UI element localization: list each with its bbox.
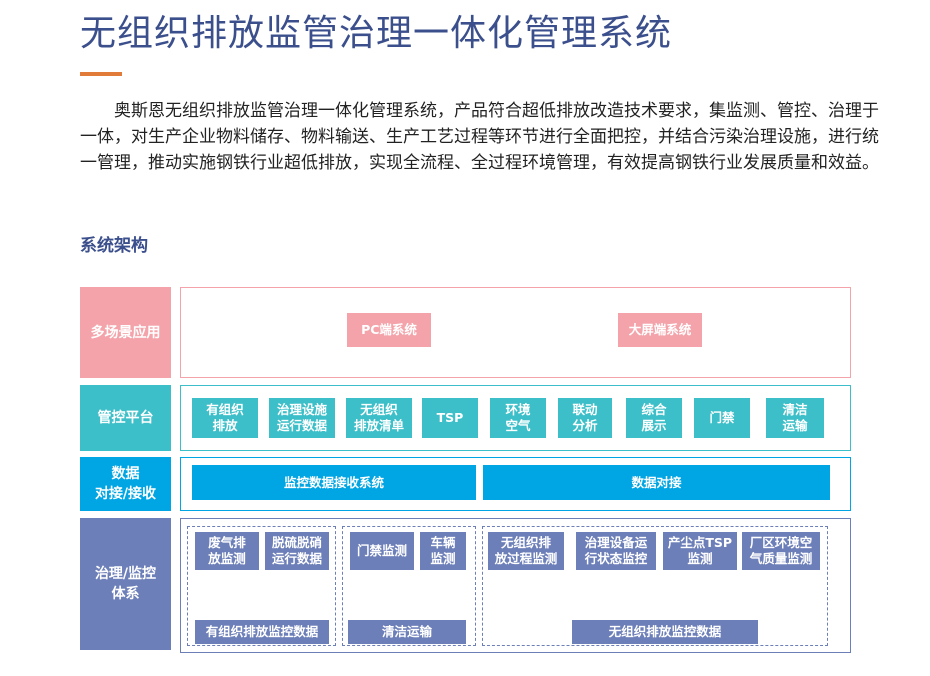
row-label-scenes: 多场景应用 [80,287,171,378]
section-title: 系统架构 [80,236,148,256]
row-label-data: 数据 对接/接收 [80,457,171,511]
platform-item-linkage-analysis: 联动 分析 [558,398,612,438]
unorganized-process-monitoring-box: 无组织排 放过程监测 [488,532,564,570]
platform-panel [180,385,851,451]
pc-system-box: PC端系统 [347,313,431,347]
gate-monitoring-box: 门禁监测 [350,532,414,570]
vehicle-monitoring-box: 车辆 监测 [420,532,466,570]
platform-item-facility-data: 治理设施 运行数据 [269,398,335,438]
platform-item-clean-transport: 清洁 运输 [766,398,824,438]
platform-item-ambient-air: 环境 空气 [490,398,546,438]
intro-paragraph: 奥斯恩无组织排放监管治理一体化管理系统，产品符合超低排放改造技术要求，集监测、管… [80,101,879,173]
platform-item-organized-emission: 有组织 排放 [192,398,258,438]
scenes-panel [180,287,851,378]
exhaust-monitoring-box: 废气排 放监测 [195,532,259,570]
governance-group-unorganized [482,526,828,646]
unorganized-monitor-data-box: 无组织排放监控数据 [572,620,758,644]
desulfurization-data-box: 脱硫脱硝 运行数据 [265,532,329,570]
clean-transport-box: 清洁运输 [348,620,466,644]
title-accent-bar [80,72,122,76]
tsp-monitoring-box: 产尘点TSP 监测 [663,532,737,570]
monitor-data-receive-box: 监控数据接收系统 [192,465,476,500]
platform-item-display: 综合 展示 [626,398,682,438]
organized-monitor-data-box: 有组织排放监控数据 [195,620,329,644]
facility-status-monitoring-box: 治理设备运 行状态监控 [576,532,656,570]
air-quality-monitoring-box: 厂区环境空 气质量监测 [742,532,820,570]
page-title: 无组织排放监管治理一体化管理系统 [80,13,673,54]
data-panel [180,457,851,511]
governance-group-transport [342,526,476,646]
row-label-platform: 管控平台 [80,385,171,451]
governance-group-organized [187,526,336,646]
platform-item-unorganized-list: 无组织 排放清单 [346,398,412,438]
platform-item-access-control: 门禁 [694,398,750,438]
governance-panel [180,518,851,653]
platform-item-tsp: TSP [422,398,478,438]
data-docking-box: 数据对接 [483,465,830,500]
row-label-governance: 治理/监控 体系 [80,518,171,650]
big-screen-system-box: 大屏端系统 [618,313,702,347]
